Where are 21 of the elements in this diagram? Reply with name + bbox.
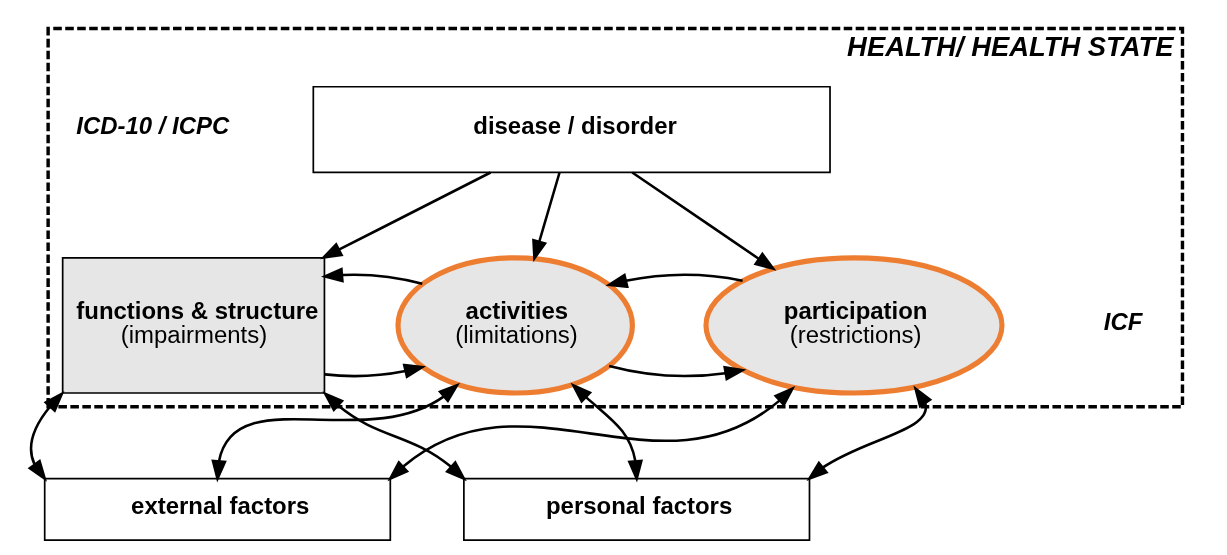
arrow [532,172,561,262]
arrow [320,171,492,260]
arrow [605,272,743,289]
arrow [27,390,65,482]
node-box: disease / disorder [312,85,831,174]
node-ellipse: participation (restrictions) [703,255,1005,396]
arrow [608,364,747,381]
arrow [387,386,796,482]
label: ICD-10 / ICPC [76,112,230,140]
arrow [570,382,644,483]
arrow [806,385,933,481]
label: ICF [1103,308,1143,336]
node-ellipse: activities (limitations) [395,255,635,396]
arrow [324,363,427,379]
node-box: external factors [43,477,392,541]
node-box: personal factors [463,477,811,541]
arrow [321,267,423,285]
arrow [631,171,777,271]
arrow [211,382,460,483]
node-box: functions & structure (impairments) [61,256,326,394]
arrow [322,391,467,482]
